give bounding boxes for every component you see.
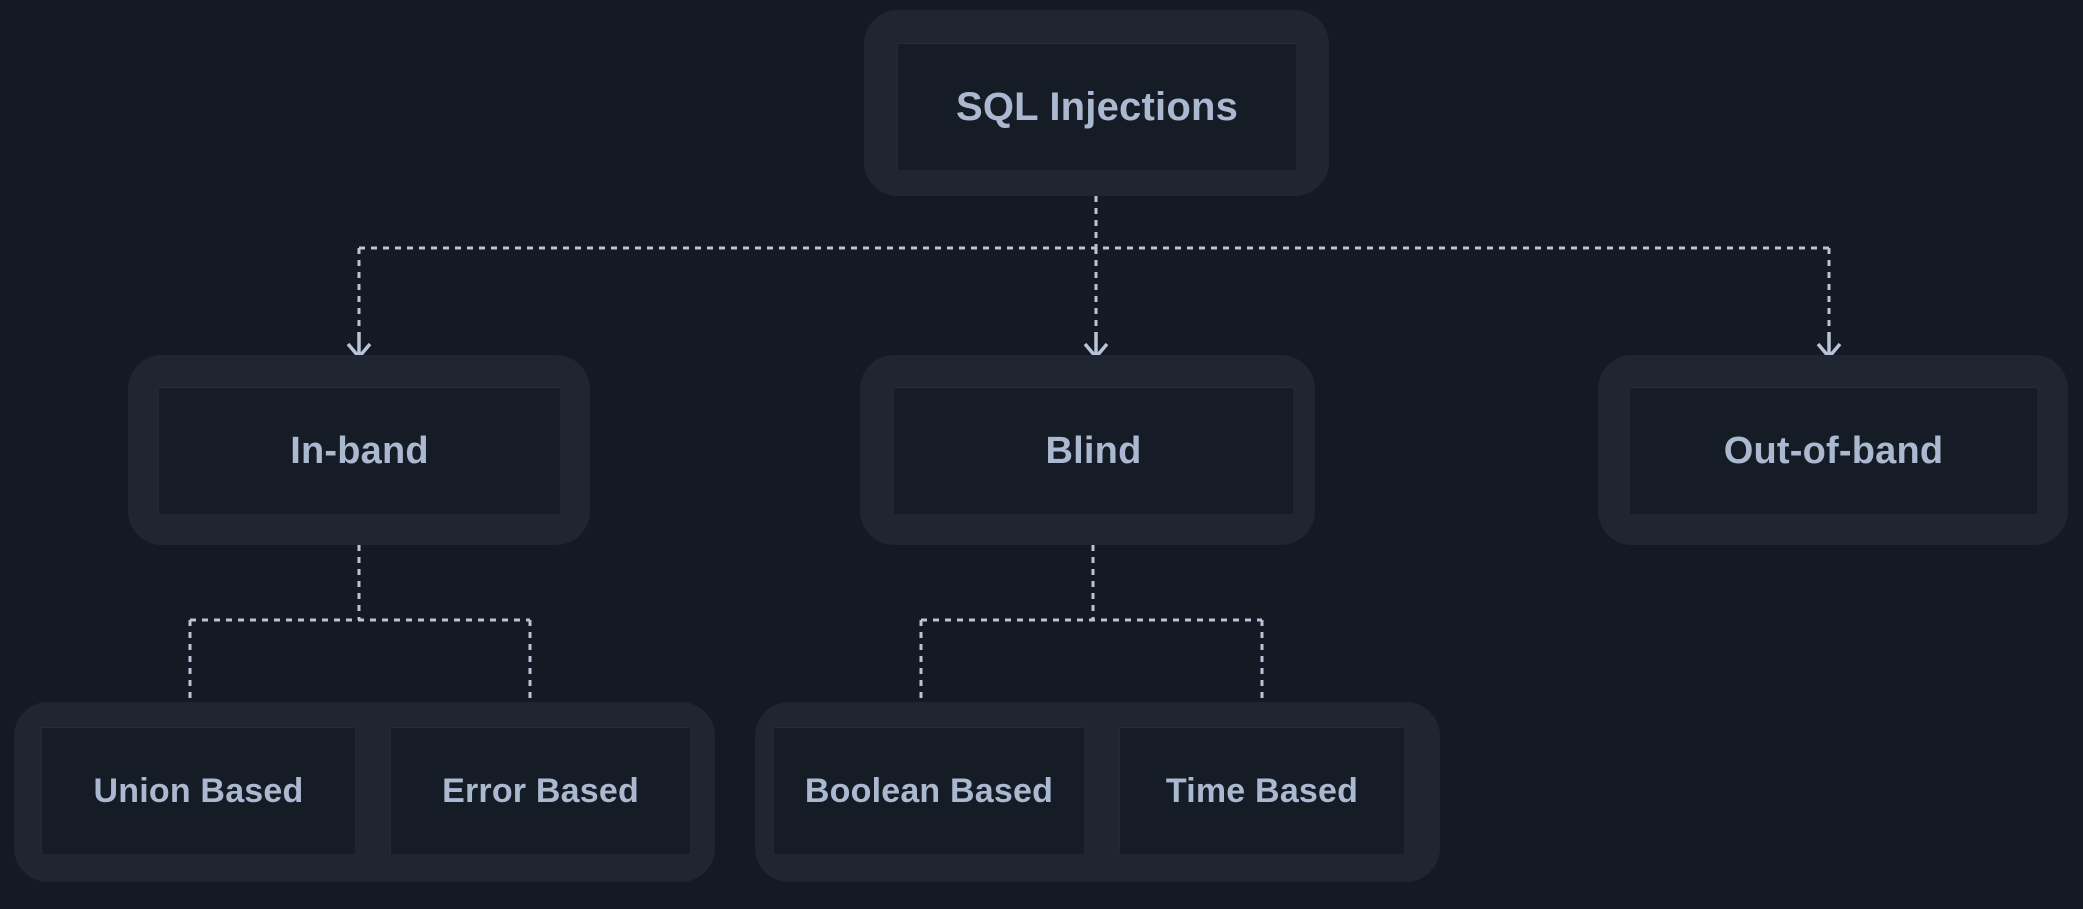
node-out-of-band-body: Out-of-band xyxy=(1629,387,2037,514)
node-error-based[interactable]: Error Based xyxy=(390,727,690,854)
node-label-sql-injections: SQL Injections xyxy=(955,84,1239,129)
node-out-of-band[interactable]: Out-of-band xyxy=(1598,355,2068,545)
node-label-out-of-band: Out-of-band xyxy=(1723,429,1944,472)
node-label-union-based: Union Based xyxy=(93,771,304,810)
node-label-time-based: Time Based xyxy=(1165,771,1359,810)
node-boolean-based[interactable]: Boolean Based xyxy=(773,727,1084,854)
node-sql-injections[interactable]: SQL Injections xyxy=(864,10,1329,196)
node-group-in-band-children: Union Based Error Based xyxy=(14,702,715,882)
node-sql-injections-body: SQL Injections xyxy=(897,43,1296,170)
node-union-based[interactable]: Union Based xyxy=(41,727,355,854)
node-label-boolean-based: Boolean Based xyxy=(804,771,1054,810)
node-blind[interactable]: Blind xyxy=(860,355,1315,545)
node-group-blind-children: Boolean Based Time Based xyxy=(755,702,1440,882)
node-label-error-based: Error Based xyxy=(442,771,639,810)
node-in-band[interactable]: In-band xyxy=(128,355,590,545)
node-in-band-body: In-band xyxy=(158,387,560,514)
node-blind-body: Blind xyxy=(893,387,1293,514)
node-label-in-band: In-band xyxy=(290,429,429,472)
node-label-blind: Blind xyxy=(1045,429,1142,472)
node-time-based[interactable]: Time Based xyxy=(1119,727,1404,854)
